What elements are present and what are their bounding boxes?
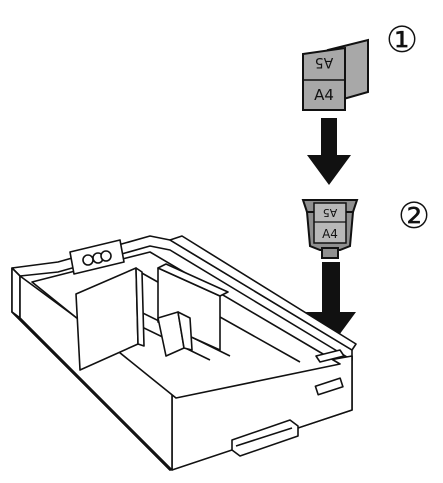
stopper-slot-side (177, 311, 193, 351)
tray-stopper-slot (157, 311, 193, 357)
label-card-front-panel (302, 46, 346, 111)
arrow-2-shaft (322, 262, 340, 316)
gear-1 (82, 254, 94, 266)
label-card: A5 A4 (302, 38, 369, 111)
tray-gear-mechanism (69, 239, 125, 275)
tray-left-wall (11, 267, 21, 319)
label-card-a4-text: A4 (314, 86, 334, 104)
paper-stopper: A5 A4 (301, 199, 359, 259)
arrow-down-icon (307, 118, 351, 185)
arrow-1-head (307, 155, 351, 185)
tray-label-slot (314, 377, 344, 396)
step-2-number: ② (398, 196, 430, 237)
stopper-target-position (315, 349, 345, 363)
tray-back-right-wall (169, 235, 357, 351)
paper-cassette (11, 235, 357, 471)
stopper-stem (321, 247, 339, 259)
tray-right-paper-guide (157, 263, 229, 351)
stopper-label-window (313, 202, 347, 244)
label-card-a5-text: A5 (315, 54, 333, 70)
arrow-1-shaft (321, 118, 337, 158)
step-1-number: ① (386, 20, 418, 61)
tray-left-paper-guide (75, 267, 145, 371)
stopper-a5-text: A5 (323, 206, 338, 219)
right-guide-top (157, 263, 229, 297)
tray-handle-line (235, 427, 293, 447)
stopper-a4-text: A4 (322, 227, 338, 241)
tray-handle-recess (231, 419, 299, 457)
gear-3 (100, 250, 112, 262)
left-guide-edge (135, 267, 145, 347)
